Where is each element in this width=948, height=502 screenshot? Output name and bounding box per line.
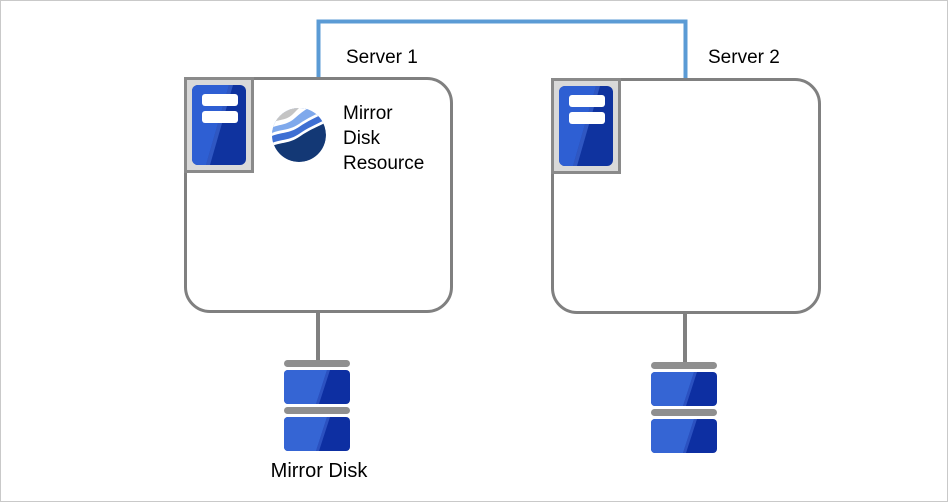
server1-icon-frame — [184, 77, 254, 173]
resource-label-line: Resource — [343, 153, 425, 174]
mirror-disk-resource-icon — [272, 108, 326, 162]
server1-label: Server 1 — [346, 47, 418, 68]
server2-icon-frame — [551, 78, 621, 174]
server-tower-icon — [192, 85, 246, 165]
mirror-disk-label: Mirror Disk — [270, 460, 368, 482]
mirror-disk-resource-label: Mirror Disk Resource — [343, 101, 424, 176]
resource-label-line: Mirror — [343, 103, 393, 124]
server2-label: Server 2 — [708, 47, 780, 68]
server-tower-icon — [559, 86, 613, 166]
server1-mirror-disk-icon — [284, 360, 350, 451]
interconnect-link-line — [316, 19, 688, 80]
server2-box — [551, 78, 821, 314]
server2-mirror-disk-icon — [651, 362, 717, 453]
resource-label-line: Disk — [343, 128, 380, 149]
